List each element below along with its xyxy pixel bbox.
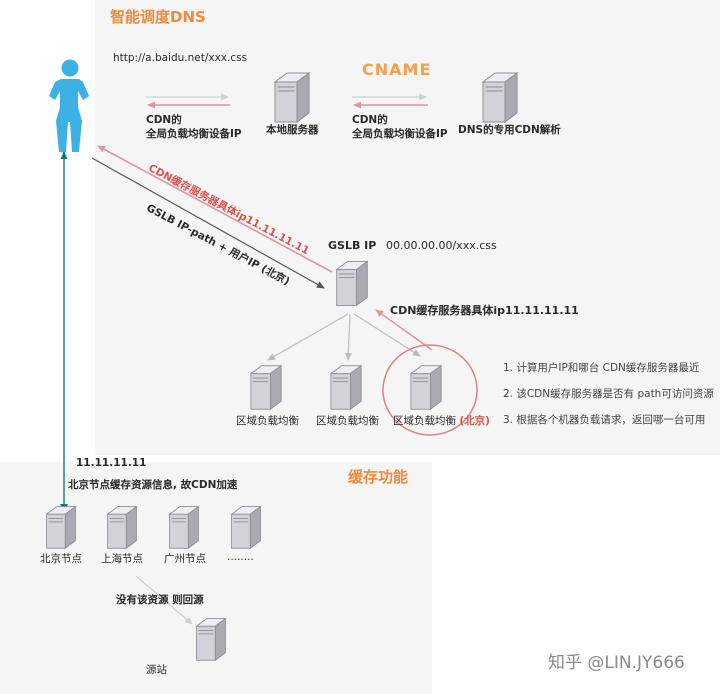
- step-1: 1. 计算用户IP和哪台 CDN缓存服务器最近: [503, 362, 700, 374]
- gslb-ip-reply-left-line2: 全局负载均衡设备IP: [146, 128, 242, 140]
- beijing-node-label: 北京节点: [40, 553, 82, 565]
- regional-balancer-label-2: 区域负载均衡: [316, 415, 379, 427]
- cache-section-title: 缓存功能: [348, 468, 409, 486]
- watermark: 知乎 @LIN.JY666: [548, 653, 685, 673]
- gslb-request-line: [91, 157, 325, 289]
- gslb-ip-reply-left-line1: CDN的: [146, 114, 182, 126]
- cache-server-ip-label: CDN缓存服务器具体ip11.11.11.11: [390, 304, 579, 317]
- local-dns-label: 本地服务器: [266, 124, 319, 136]
- regional-balancer-label-1: 区域负载均衡: [236, 415, 299, 427]
- origin-label: 源站: [146, 664, 167, 676]
- origin-server-icon: [196, 618, 226, 661]
- shanghai-node-label: 上海节点: [101, 553, 143, 565]
- more-nodes-label: ........: [227, 551, 254, 563]
- fanout-arrow-2: [344, 313, 352, 361]
- cdn-resolver-server-icon: [482, 72, 518, 123]
- gslb-ip-reply-right-line2: 全局负载均衡设备IP: [352, 128, 448, 140]
- regional-balancer-icon-3: [410, 365, 442, 410]
- request-url: http://a.baidu.net/xxx.css: [113, 52, 248, 64]
- origin-note: 没有该资源 则回源: [116, 594, 204, 606]
- cache-note: 北京节点缓存资源信息, 故CDN加速: [68, 479, 238, 491]
- beijing-node-server-icon: [46, 506, 76, 549]
- gslb-label: GSLB IP: [328, 239, 377, 252]
- user-person-icon: [49, 59, 89, 152]
- gslb-url: 00.00.00.00/xxx.css: [386, 239, 497, 252]
- more-node-server-icon: [231, 506, 261, 549]
- step-2: 2. 该CDN缓存服务器是否有 path可访问资源: [503, 388, 714, 400]
- cdn-resolver-label: DNS的专用CDN解析: [458, 124, 561, 136]
- cache-node-ip: 11.11.11.11: [76, 457, 147, 469]
- back-to-origin-arrow: [135, 575, 193, 625]
- regional-balancer-label-3: 区域负载均衡 (北京): [393, 415, 490, 428]
- gslb-reply-line: [97, 145, 333, 273]
- fanout-arrow-1: [267, 313, 349, 361]
- shanghai-node-server-icon: [107, 506, 137, 549]
- step-3: 3. 根据各个机器负载请求，返回哪一台可用: [503, 414, 706, 426]
- regional-balancer-label-3-text: 区域负载均衡: [393, 415, 456, 427]
- local-dns-server-icon: [274, 72, 310, 123]
- guangzhou-node-server-icon: [169, 506, 199, 549]
- regional-balancer-icon-1: [250, 365, 282, 410]
- guangzhou-node-label: 广州节点: [164, 553, 206, 565]
- dns-section-title: 智能调度DNS: [110, 8, 206, 26]
- gslb-server-icon: [336, 260, 368, 306]
- gslb-ip-reply-right-line1: CDN的: [352, 114, 388, 126]
- cname-label: CNAME: [362, 60, 432, 79]
- chosen-node-reply-arrow: [375, 309, 433, 351]
- regional-highlight-label: (北京): [459, 415, 490, 427]
- regional-balancer-icon-2: [330, 365, 362, 410]
